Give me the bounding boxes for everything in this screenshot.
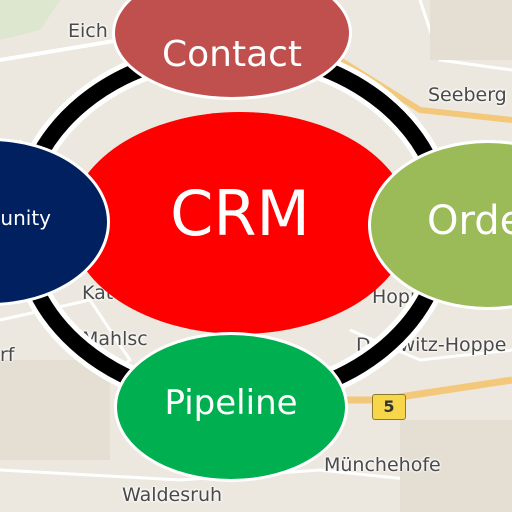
order-label: Orde (427, 198, 512, 244)
map-label-muenchehofe: Münchehofe (324, 454, 441, 476)
crm-center-label: CRM (170, 176, 310, 250)
crm-center-node: CRM (70, 112, 410, 334)
map-label-mahlsdorf: Mahlsc (82, 328, 148, 350)
map-label-waldesruh: Waldesruh (122, 484, 223, 506)
contact-label: Contact (161, 33, 303, 75)
pipeline-node: Pipeline (114, 332, 348, 482)
opportunity-label: unity (0, 206, 51, 230)
map-label-rf: rf (0, 344, 15, 366)
map-label-eich: Eich (68, 20, 108, 42)
pipeline-label: Pipeline (164, 383, 298, 423)
road-number-shield: 5 (372, 394, 406, 420)
map-label-seeberg: Seeberg (428, 84, 507, 106)
